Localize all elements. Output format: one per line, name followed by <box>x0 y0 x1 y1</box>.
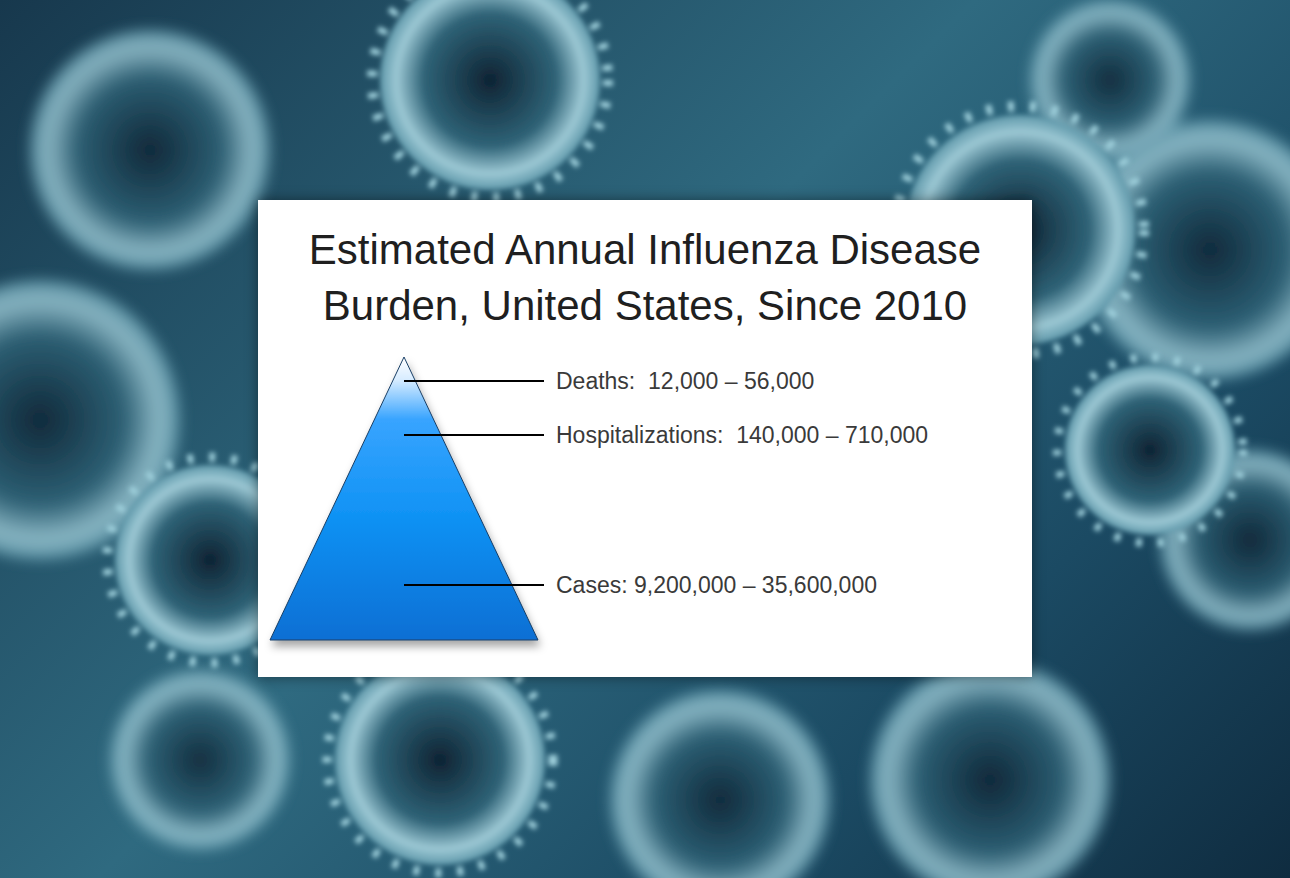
chart-title: Estimated Annual Influenza Disease Burde… <box>258 222 1032 334</box>
pyramid-label: Cases: 9,200,000 – 35,600,000 <box>556 571 877 599</box>
leader-line <box>404 584 544 586</box>
leader-line <box>404 434 544 436</box>
pyramid-label: Hospitalizations: 140,000 – 710,000 <box>556 421 928 449</box>
pyramid <box>270 357 538 640</box>
pyramid-label: Deaths: 12,000 – 56,000 <box>556 367 814 395</box>
leader-line <box>404 380 544 382</box>
